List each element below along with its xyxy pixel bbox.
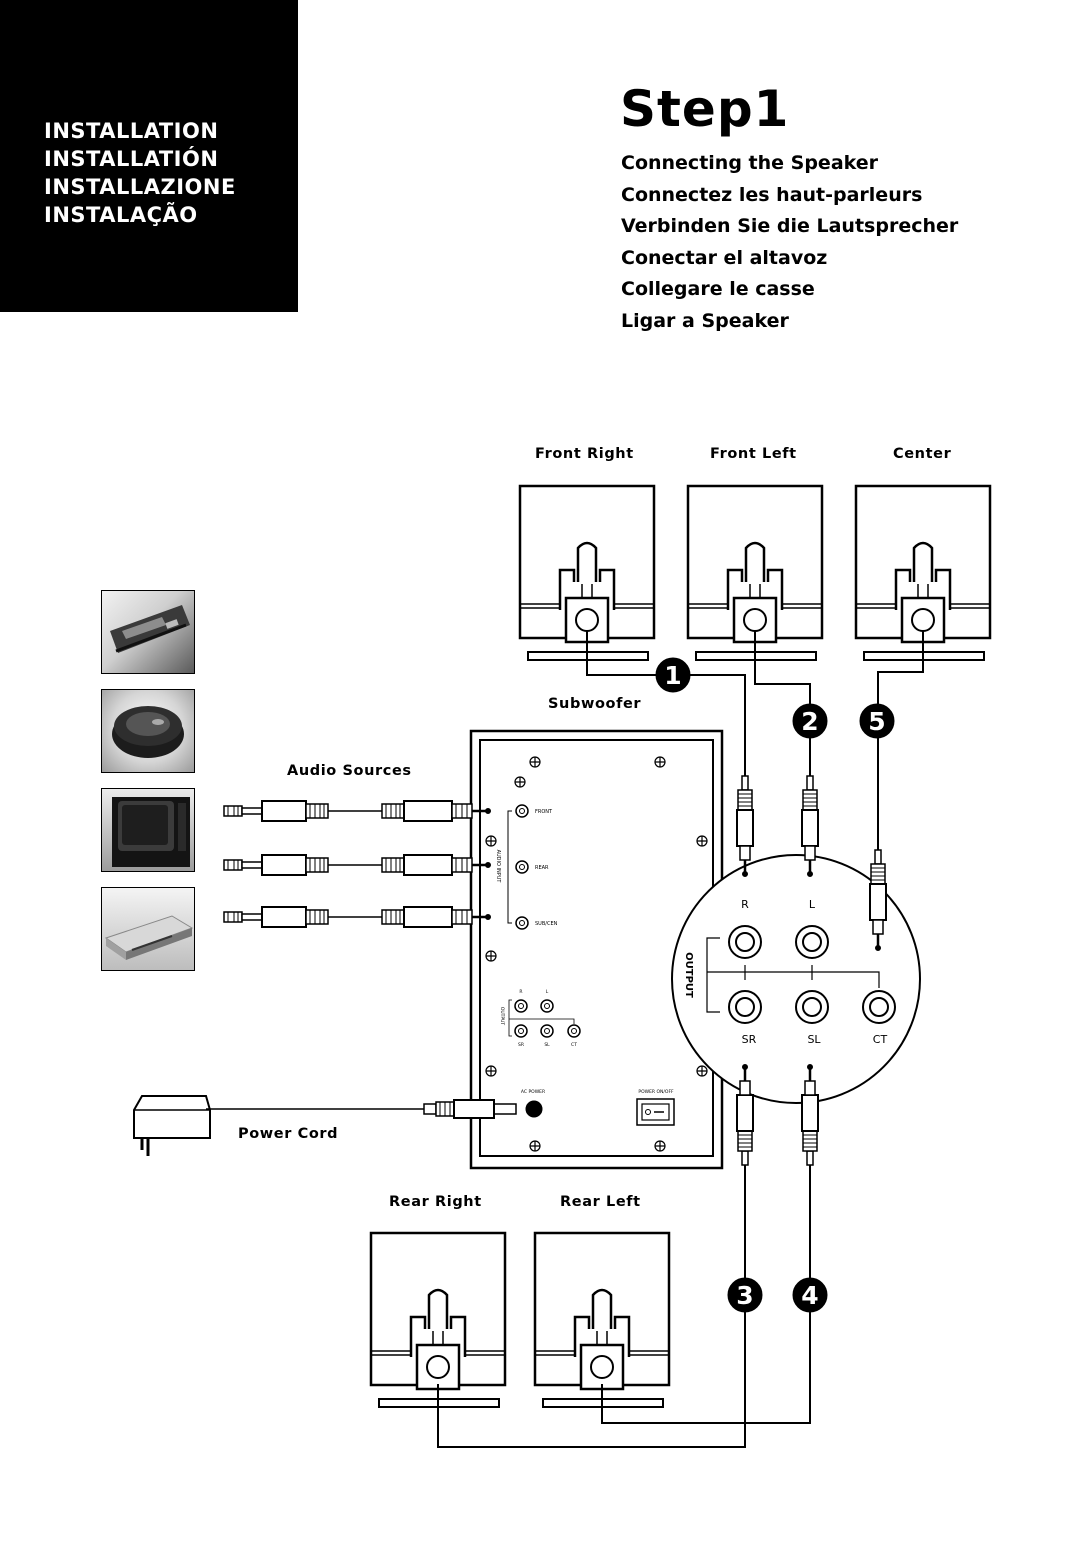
panel-label-sub-cen: SUB/CEN [535,921,558,927]
panel-label-rear: REAR [535,865,549,871]
panel-label-power-onoff: POWER ON/OFF [638,1089,674,1095]
audio-cable-rear [222,853,492,877]
cd-player-photo-icon [101,689,195,773]
panel-label-l: L [546,989,549,995]
step-badge-4: 4 [792,1277,828,1313]
step-instructions: Connecting the Speaker Connectez les hau… [621,148,958,338]
instruction-es: Conectar el altavoz [621,246,828,269]
plug-front-r [735,774,755,878]
panel-label-r: R [519,989,522,995]
sound-card-photo-icon [101,590,195,674]
installation-heading-it: INSTALLAZIONE [44,175,236,199]
installation-headings: INSTALLATION INSTALLATIÓN INSTALLAZIONE … [44,117,236,229]
zoom-label-l: L [809,898,816,911]
instruction-fr: Connectez les haut-parleurs [621,183,923,206]
panel-label-front: FRONT [535,809,553,815]
panel-label-ct: CT [571,1042,577,1048]
panel-label-ac-power: AC POWER [521,1089,545,1095]
step-number-4: 4 [801,1281,818,1310]
instruction-pt: Ligar a Speaker [621,309,789,332]
power-adapter-icon [133,1095,517,1156]
panel-label-sr: SR [518,1042,524,1048]
audio-cable-front [222,799,492,823]
zoom-label-output: OUTPUT [683,952,694,998]
zoom-label-r: R [741,898,749,911]
output-zoom-circle: R L OUTPUT SR SL CT [671,854,921,1104]
audio-cable-sub-cen [222,905,492,929]
label-subwoofer: Subwoofer [548,696,642,712]
instruction-en: Connecting the Speaker [621,152,879,174]
step-badge-2: 2 [792,703,828,739]
step-badge-5: 5 [859,703,895,739]
installation-heading-es: INSTALLATIÓN [44,147,219,171]
header-black-panel: INSTALLATION INSTALLATIÓN INSTALLAZIONE … [0,0,298,312]
step-badge-3: 3 [727,1277,763,1313]
label-audio-sources: Audio Sources [287,763,412,779]
rear-right-speaker [369,1231,507,1409]
television-photo-icon [101,788,195,872]
instruction-it: Collegare le casse [621,278,815,301]
dvd-player-photo-icon [101,887,195,971]
power-switch-icon [641,1103,670,1121]
installation-heading-pt: INSTALAÇÃO [44,203,198,227]
step-badge-1: 1 [655,657,691,693]
rear-left-speaker [533,1231,671,1409]
step-number-2: 2 [801,707,818,736]
label-front-left: Front Left [710,446,797,462]
zoom-label-ct: CT [873,1033,888,1046]
label-front-right: Front Right [535,446,634,462]
step-number-1: 1 [664,661,681,690]
zoom-label-sl: SL [807,1033,821,1046]
step-title: Step1 [620,80,790,138]
step-number-3: 3 [736,1281,753,1310]
instruction-de: Verbinden Sie die Lautsprecher [621,215,959,238]
panel-label-audio-input: AUDIO INPUT [495,850,501,884]
step-number-5: 5 [868,707,885,736]
installation-heading-en: INSTALLATION [44,119,219,143]
panel-label-output: OUTPUT [499,1007,505,1026]
panel-label-sl: SL [544,1042,550,1048]
label-rear-right: Rear Right [389,1194,482,1210]
label-power-cord: Power Cord [238,1126,339,1142]
wire-center [877,631,924,850]
label-center: Center [893,446,952,462]
zoom-label-sr: SR [742,1033,757,1046]
label-rear-left: Rear Left [560,1194,641,1210]
